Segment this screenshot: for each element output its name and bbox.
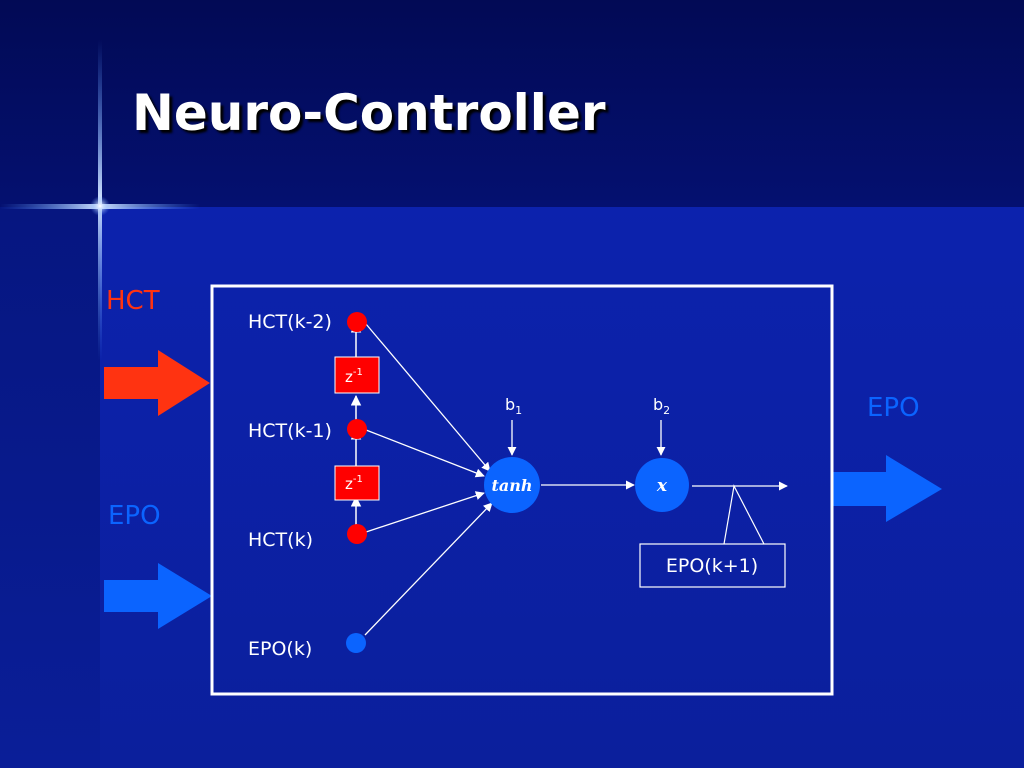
input-node-hct-k [347, 524, 367, 544]
tanh-node [484, 457, 540, 513]
output-arrow-icon [832, 455, 942, 522]
input-label-hct-k2: HCT(k-2) [248, 311, 332, 333]
output-x-node [635, 458, 689, 512]
bias-b1-label: b1 [505, 395, 522, 417]
edge-hct-k1-to-tanh [365, 429, 485, 478]
input-label-epo-k: EPO(k) [248, 638, 312, 660]
slide-title: Neuro-Controller [132, 84, 606, 142]
input-label-hct-k: HCT(k) [248, 529, 313, 551]
slide-header-band [0, 0, 1024, 207]
hct-arrow-icon [104, 350, 210, 416]
input-node-hct-k1 [347, 419, 367, 439]
edge-hct-k2-to-tanh [365, 323, 491, 472]
bias-b2-label: b2 [653, 395, 670, 417]
epo-arrow-icon [104, 563, 212, 629]
delay-block [334, 465, 380, 501]
epo-input-label: EPO [108, 501, 161, 531]
delay-block-label: z-1 [345, 367, 363, 386]
output-label-box [639, 543, 786, 588]
tanh-node-label: tanh [491, 476, 532, 495]
delay-block [334, 356, 380, 394]
input-node-hct-k2 [347, 312, 367, 332]
output-x-node-label: x [656, 476, 668, 496]
output-callout-line [723, 484, 765, 545]
epo-output-label: EPO [867, 393, 920, 423]
output-label: EPO(k+1) [666, 555, 758, 577]
slide-left-band [0, 207, 100, 768]
controller-frame [210, 284, 834, 696]
input-label-hct-k1: HCT(k-1) [248, 420, 332, 442]
delay-block-label: z-1 [345, 474, 363, 493]
edge-epo-k-to-tanh [364, 502, 493, 636]
hct-input-label: HCT [106, 286, 160, 316]
edge-hct-k-to-tanh [365, 491, 485, 533]
input-node-epo-k [346, 633, 366, 653]
